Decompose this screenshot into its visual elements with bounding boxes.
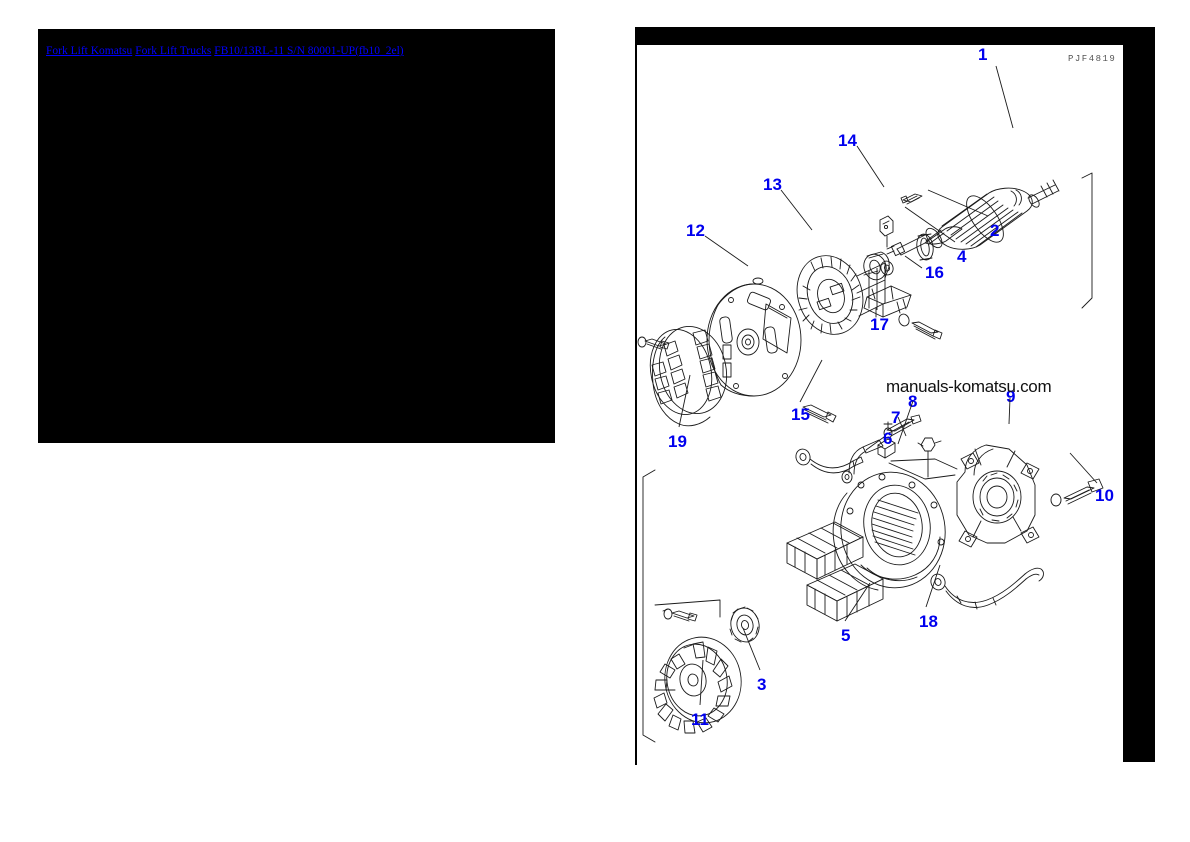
callout-18[interactable]: 18 [919, 612, 938, 631]
callout-13[interactable]: 13 [763, 175, 782, 194]
sheet-code-label: PJF4819 [1068, 54, 1117, 64]
callout-15[interactable]: 15 [791, 405, 810, 424]
callout-19[interactable]: 19 [668, 432, 687, 451]
diagram-frame-left-rule [635, 45, 637, 765]
callout-17[interactable]: 17 [870, 315, 889, 334]
callout-2[interactable]: 2 [990, 221, 1000, 240]
callout-16[interactable]: 16 [925, 263, 944, 282]
parts-diagram [635, 45, 1123, 767]
callout-3[interactable]: 3 [757, 675, 767, 694]
callout-4[interactable]: 4 [957, 247, 967, 266]
callout-1[interactable]: 1 [978, 45, 988, 64]
breadcrumb-link-fork-lift-trucks[interactable]: Fork Lift Trucks [135, 45, 212, 57]
callout-7[interactable]: 7 [891, 408, 901, 427]
callout-11[interactable]: 11 [691, 710, 709, 729]
callout-6[interactable]: 6 [883, 429, 893, 448]
callout-12[interactable]: 12 [686, 221, 705, 240]
callout-5[interactable]: 5 [841, 626, 851, 645]
site-watermark: manuals-komatsu.com [886, 377, 1052, 396]
breadcrumb-link-fork-lift-komatsu[interactable]: Fork Lift Komatsu [46, 45, 133, 57]
diagram-frame-right-bar [1123, 27, 1155, 762]
callout-14[interactable]: 14 [838, 131, 857, 150]
callout-10[interactable]: 10 [1095, 486, 1114, 505]
callout-9[interactable]: 9 [1006, 387, 1016, 406]
breadcrumb-link-model[interactable]: FB10/13RL-11 S/N 80001-UP(fb10_2el) [214, 45, 404, 57]
diagram-frame-top-bar [635, 27, 1155, 45]
